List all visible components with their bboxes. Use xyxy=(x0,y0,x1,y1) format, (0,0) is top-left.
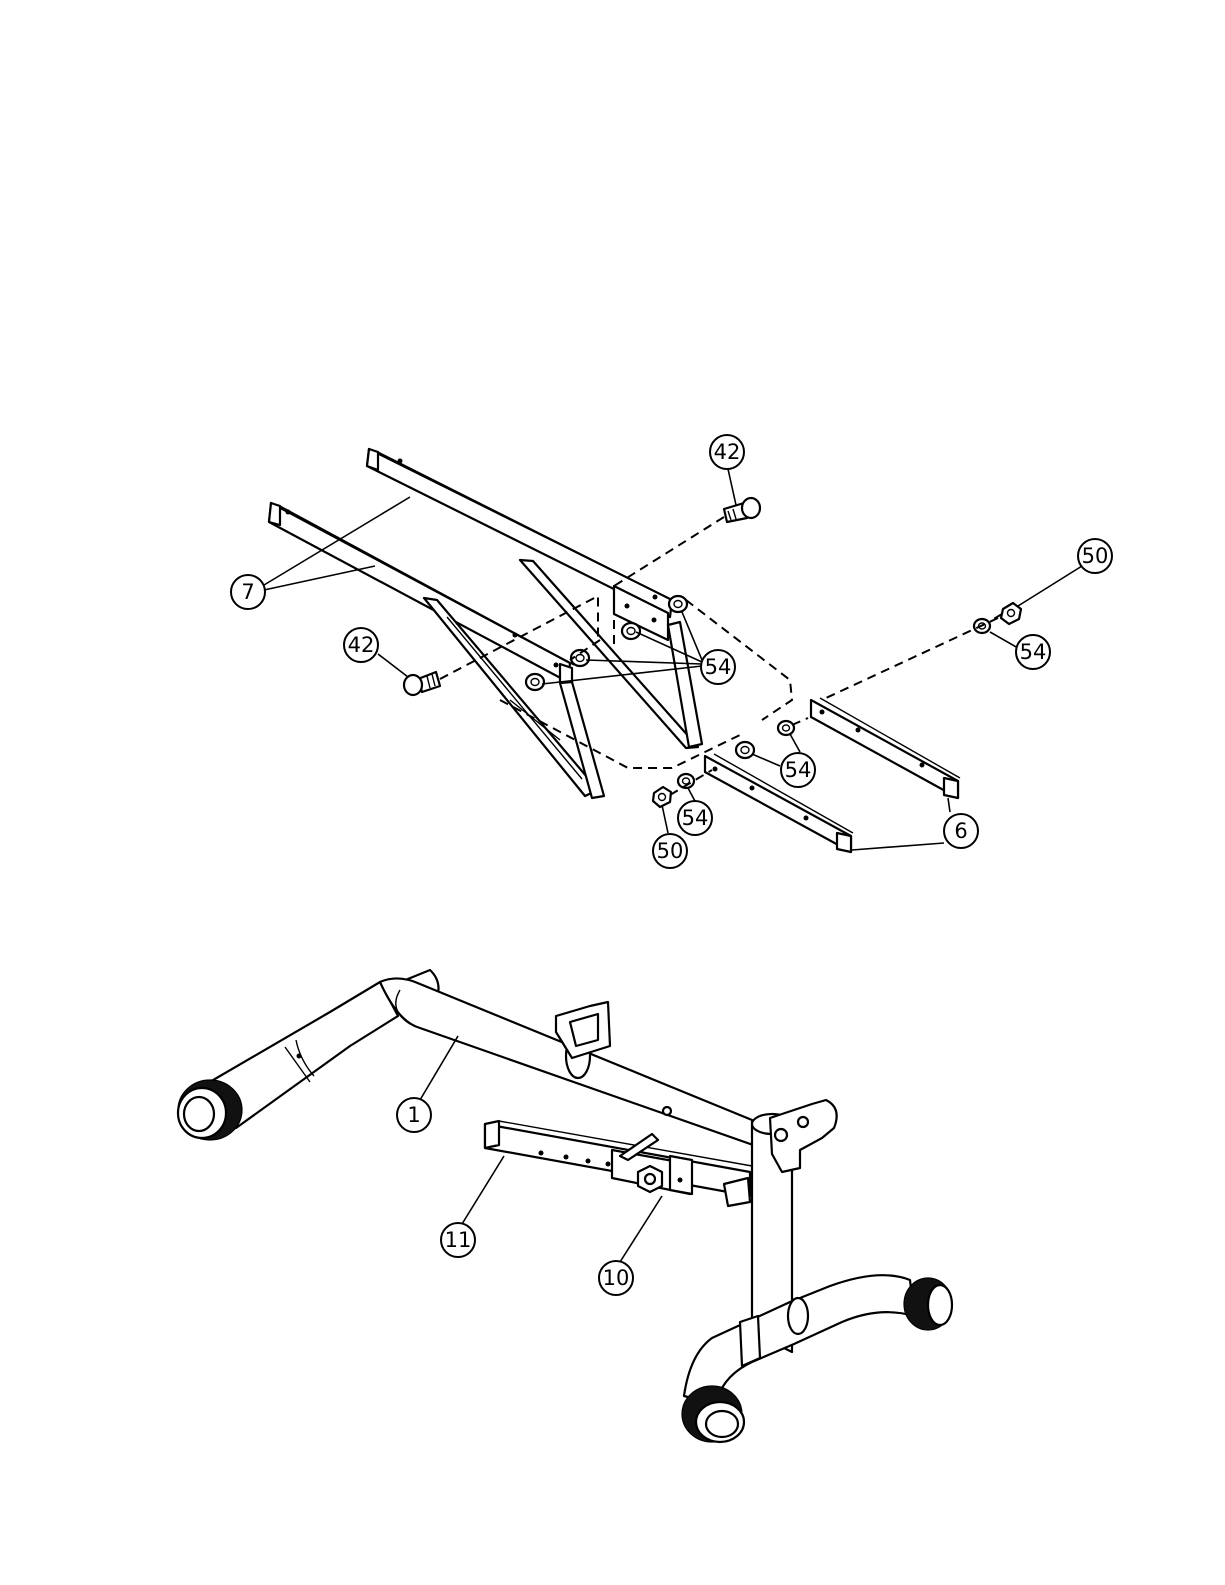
svg-text:50: 50 xyxy=(657,839,684,863)
callout-54-right: 54 xyxy=(1016,635,1050,669)
callout-6: 6 xyxy=(944,814,978,848)
svg-text:54: 54 xyxy=(1020,640,1047,664)
callout-10: 10 xyxy=(599,1261,633,1295)
callout-7: 7 xyxy=(231,575,265,609)
part-6-right-bar xyxy=(811,698,960,798)
svg-text:1: 1 xyxy=(407,1103,420,1127)
part-42-bolt-upper xyxy=(724,498,760,522)
lower-frame-assembly xyxy=(178,970,952,1442)
svg-text:7: 7 xyxy=(241,580,254,604)
part-10-pop-pin-knob xyxy=(638,1166,662,1192)
svg-text:54: 54 xyxy=(785,758,812,782)
callout-11: 11 xyxy=(441,1223,475,1257)
callout-54-middle: 54 xyxy=(781,753,815,787)
svg-text:11: 11 xyxy=(445,1228,472,1252)
part-1-main-tube xyxy=(380,978,756,1146)
svg-text:10: 10 xyxy=(603,1266,630,1290)
upper-frame-assembly xyxy=(264,449,1082,852)
svg-text:54: 54 xyxy=(682,806,709,830)
svg-text:54: 54 xyxy=(705,655,732,679)
svg-text:42: 42 xyxy=(714,440,741,464)
callout-54-lower: 54 xyxy=(678,801,712,835)
svg-text:42: 42 xyxy=(348,633,375,657)
callout-54-center: 54 xyxy=(701,650,735,684)
callout-50-lower: 50 xyxy=(653,834,687,868)
callout-1: 1 xyxy=(397,1098,431,1132)
part-6-left-bar xyxy=(705,754,853,852)
svg-text:50: 50 xyxy=(1082,544,1109,568)
callout-50-upper: 50 xyxy=(1078,539,1112,573)
callout-42-lower: 42 xyxy=(344,628,378,662)
base-tube xyxy=(682,1275,952,1442)
svg-text:6: 6 xyxy=(954,819,967,843)
part-42-bolt-lower xyxy=(404,672,440,695)
callout-42-upper: 42 xyxy=(710,435,744,469)
part-11-adjustable-arm xyxy=(485,1121,752,1206)
